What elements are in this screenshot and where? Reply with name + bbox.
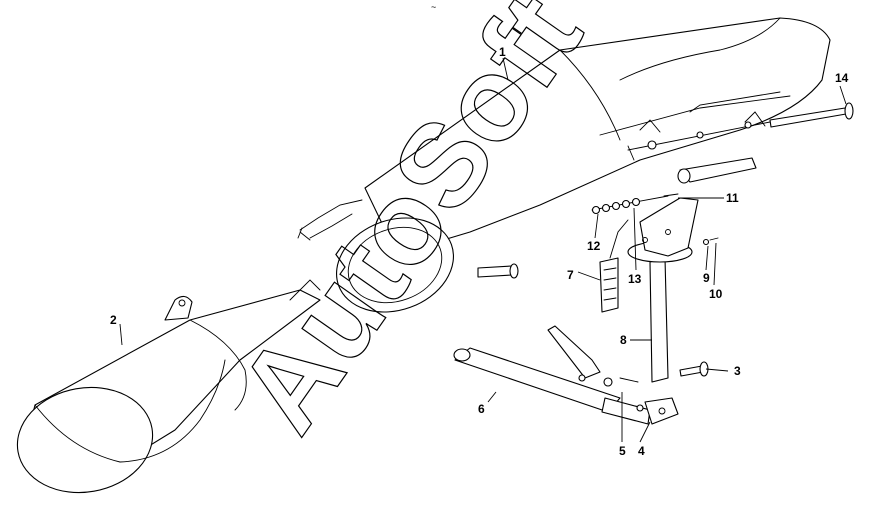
parts-9-10-screw-washer <box>702 237 719 246</box>
callout-8: 8 <box>620 333 627 347</box>
part-8-support-post <box>627 157 757 383</box>
callout-9: 9 <box>703 271 710 285</box>
part-6-hydraulic-cylinder <box>453 325 679 425</box>
part-7-handle <box>599 219 629 313</box>
leader-lines <box>119 57 847 443</box>
callout-6: 6 <box>478 402 485 416</box>
callout-5: 5 <box>619 444 626 458</box>
callout-13: 13 <box>628 272 642 286</box>
callout-14: 14 <box>835 71 849 85</box>
part-5-pin <box>619 377 644 412</box>
header-mark: ~ <box>431 2 436 12</box>
callout-4: 4 <box>638 444 645 458</box>
callout-1: 1 <box>499 45 506 59</box>
part-2-lower-chute <box>16 279 321 494</box>
part-3-bolt <box>679 361 709 377</box>
callout-2: 2 <box>110 313 117 327</box>
callout-labels: 1 2 3 4 5 6 7 8 9 10 11 12 13 14 <box>110 45 849 458</box>
part-14-pivot-pin <box>627 102 854 161</box>
callout-11: 11 <box>726 191 739 205</box>
callout-7: 7 <box>567 268 574 282</box>
callout-3: 3 <box>734 364 741 378</box>
part-1-upper-chute <box>297 17 831 313</box>
callout-12: 12 <box>587 239 601 253</box>
chute-bolt <box>477 263 519 279</box>
parts-11-12-13-fastener-set <box>591 193 679 215</box>
callout-10: 10 <box>709 287 723 301</box>
